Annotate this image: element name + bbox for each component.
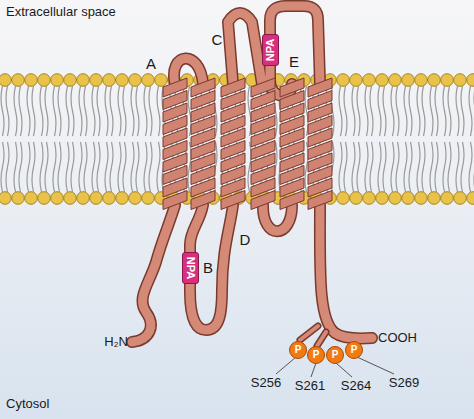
terminus-label: H₂N [104,335,128,349]
phosphate-label: P [332,350,339,360]
residue-label: S269 [389,376,419,390]
region-label: Extracellular space [6,5,116,19]
phosphate-label: P [351,345,358,355]
motif-label: NPA [185,257,196,279]
residue-label: S256 [251,376,281,390]
loop-letter: B [203,260,213,277]
phosphate-label: P [313,350,320,360]
loop-letter: E [289,54,299,71]
region-label: Cytosol [6,397,49,411]
residue-label: S261 [295,379,325,393]
residue-label: S264 [341,379,371,393]
phosphate-label: P [295,345,302,355]
loop-letter: C [212,32,223,49]
protein-chain [132,6,372,346]
transmembrane-helices [163,78,332,210]
npa-motif-box: NPA [262,34,279,66]
npa-motif-box: NPA [182,252,199,284]
loop-letter: D [240,232,251,249]
loop-letter: A [146,56,156,73]
phosphate-circle: P [307,346,325,364]
motif-label: NPA [265,39,276,61]
phosphate-circle: P [345,341,363,359]
terminus-label: COOH [378,331,417,345]
lipid-bilayer [0,74,474,205]
phosphate-circle: P [326,346,344,364]
phosphate-circle: P [289,341,307,359]
